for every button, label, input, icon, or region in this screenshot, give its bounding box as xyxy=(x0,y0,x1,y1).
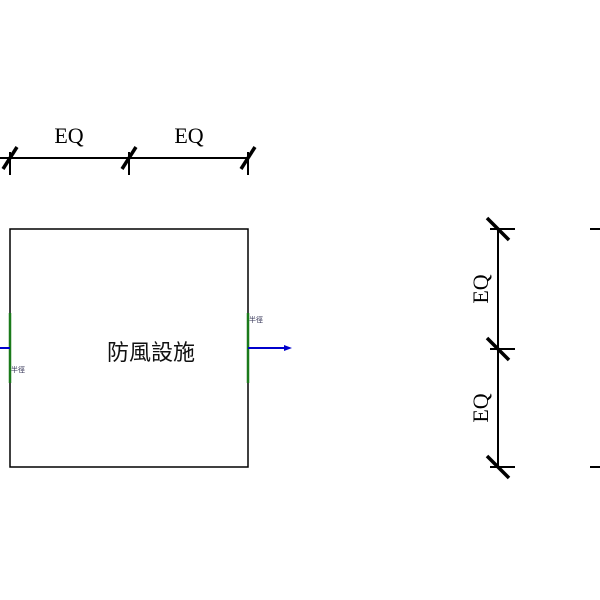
dimension-tick xyxy=(485,454,511,480)
radius-label-left: 半徑 xyxy=(11,365,25,374)
dimension-tick xyxy=(485,216,511,242)
side-dimension: EQ EQ xyxy=(468,216,515,480)
top-dimension: EQ EQ xyxy=(0,123,257,175)
dimension-label-top-left: EQ xyxy=(54,123,83,148)
dimension-label-side-lower: EQ xyxy=(468,393,493,422)
dimension-tick xyxy=(485,336,511,362)
windbreak-title: 防風設施 xyxy=(107,341,195,366)
right-arrow-icon xyxy=(248,345,292,351)
dimension-label-side-upper: EQ xyxy=(468,274,493,303)
dimension-label-top-right: EQ xyxy=(174,123,203,148)
radius-label-right: 半徑 xyxy=(249,315,263,324)
